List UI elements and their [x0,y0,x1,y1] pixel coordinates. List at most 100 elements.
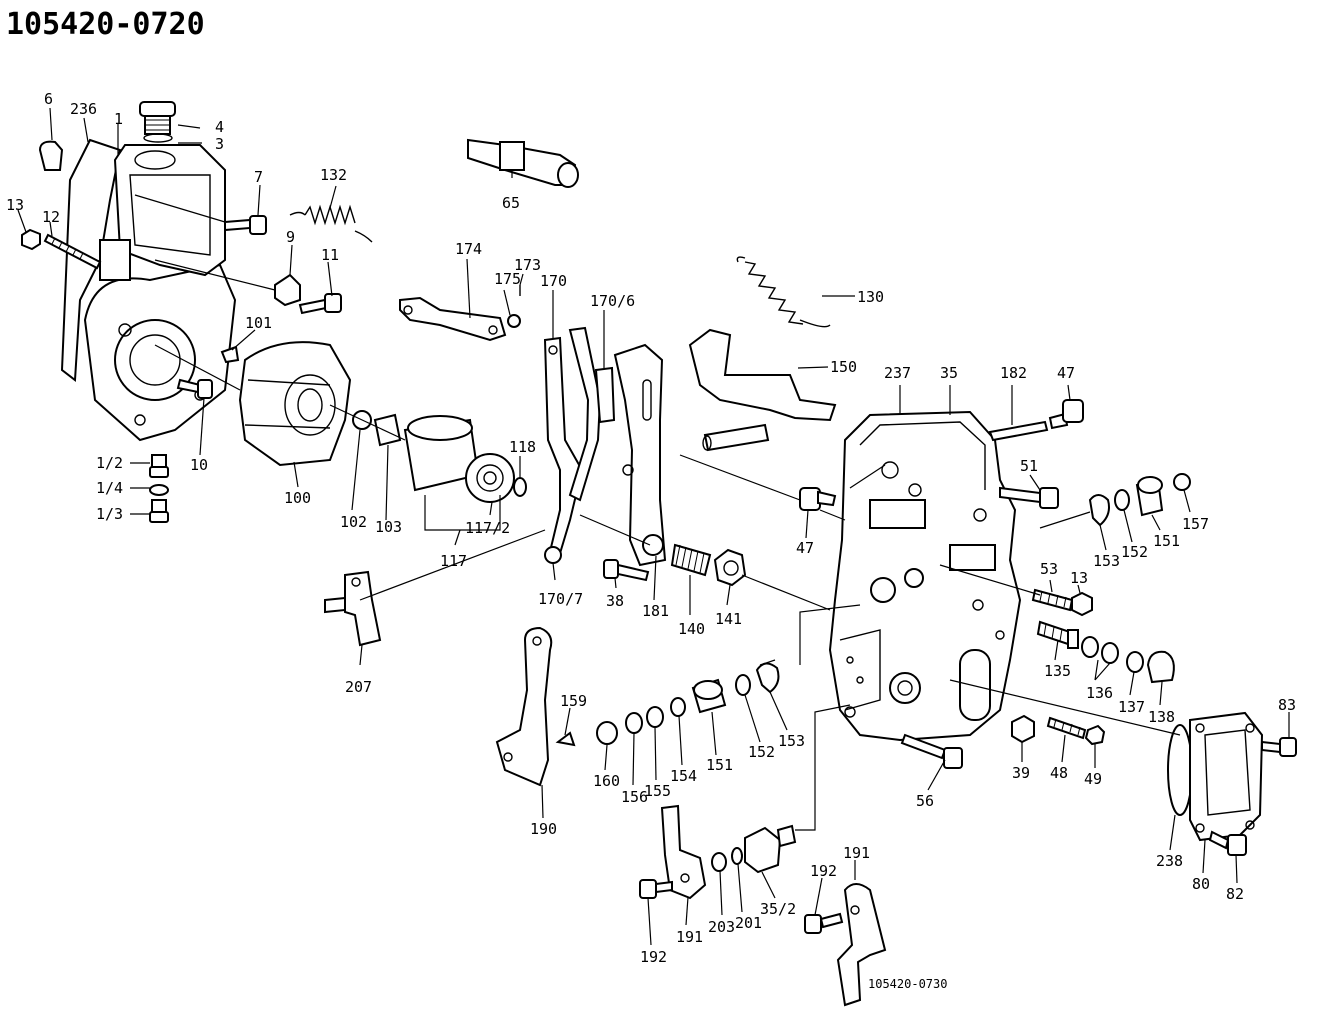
part-39-nut [1011,714,1035,744]
part-159-pin [555,731,576,747]
label-1: 1 [114,110,123,128]
label-140: 140 [678,620,705,638]
part-51-screw [999,486,1059,509]
label-80: 80 [1192,875,1210,893]
label-9: 9 [286,228,295,246]
label-152-right: 152 [1121,543,1148,561]
part-190-lever [495,626,553,787]
label-1-2: 1/2 [96,454,123,472]
part-153-snap-ring-lower [755,662,780,694]
label-153-right: 153 [1093,552,1120,570]
part-141-nut [713,548,747,587]
label-100: 100 [284,489,311,507]
label-47-top: 47 [1057,364,1075,382]
label-155: 155 [644,782,671,800]
label-170-6: 170/6 [590,292,635,310]
label-175: 175 [494,270,521,288]
label-7: 7 [254,168,263,186]
part-137-washer [1126,651,1144,673]
part-53-screw [1031,588,1074,612]
label-35: 35 [940,364,958,382]
part-1-2-screw [149,454,169,478]
part-138-cap-nut [1146,650,1175,684]
part-1-housing [60,138,237,442]
label-238: 238 [1156,852,1183,870]
label-151-right: 151 [1153,532,1180,550]
part-1-3-screw [149,499,169,523]
part-191-bracket-b [836,883,887,1007]
label-203: 203 [708,918,735,936]
part-203-washer [711,852,727,872]
label-207: 207 [345,678,372,696]
label-118: 118 [509,438,536,456]
part-152-o-ring [1114,489,1130,511]
part-182-pin [988,420,1049,442]
part-170-lever [543,336,584,561]
label-190: 190 [530,820,557,838]
part-170-7-pin [544,546,562,564]
label-130: 130 [857,288,884,306]
part-130-spring [736,256,831,328]
part-83-screw [1261,737,1297,757]
part-170-6-plate [594,366,616,424]
label-117-2: 117/2 [465,519,510,537]
part-82-screw [1208,830,1247,856]
label-11: 11 [321,246,339,264]
label-13-left: 13 [6,196,24,214]
part-7-screw [224,215,267,235]
part-151-bushing-lower [691,678,727,714]
label-132: 132 [320,166,347,184]
label-103: 103 [375,518,402,536]
label-53: 53 [1040,560,1058,578]
part-56-screw [900,733,963,769]
part-170-6-lever [568,326,602,502]
label-4: 4 [215,118,224,136]
label-150: 150 [830,358,857,376]
label-151-lower: 151 [706,756,733,774]
label-1-3: 1/3 [96,505,123,523]
label-157: 157 [1182,515,1209,533]
footer-code: 105420-0730 [868,977,947,991]
part-100-flyweight [238,341,352,467]
label-47-left: 47 [796,539,814,557]
part-35-2-fitting [744,824,797,874]
label-65: 65 [502,194,520,212]
part-151-bushing [1135,476,1164,517]
part-9-bracket [274,273,301,307]
part-135-screw [1036,620,1079,649]
label-170: 170 [540,272,567,290]
part-80-cover [1189,711,1264,842]
label-35-2: 35/2 [760,900,796,918]
label-201: 201 [735,914,762,932]
label-159: 159 [560,692,587,710]
part-4-plug [139,101,176,143]
part-154-o-ring [670,697,686,717]
label-82: 82 [1226,885,1244,903]
part-65-nozzle [467,138,579,188]
part-174-lever [399,296,507,342]
part-1-4-washer [149,484,169,496]
label-51: 51 [1020,457,1038,475]
part-35-housing [828,410,1022,742]
part-13-nut [21,228,41,251]
part-103-bushing [373,413,402,447]
label-48: 48 [1050,764,1068,782]
part-49-nut [1084,724,1106,746]
part-207-link [324,570,382,647]
leader-lines [17,107,1290,946]
label-83: 83 [1278,696,1296,714]
part-155-washer [646,706,664,728]
part-140-spring [670,543,712,577]
part-201-o-ring [731,847,743,865]
label-141: 141 [715,610,742,628]
label-10: 10 [190,456,208,474]
part-101-key [220,345,240,364]
part-13-nut-b [1071,591,1093,617]
label-152-lower: 152 [748,743,775,761]
part-11-screw [298,293,342,315]
part-117-2-bearing [465,453,515,503]
part-152-o-ring-lower [735,674,751,696]
label-170-7: 170/7 [538,590,583,608]
part-160-roller [596,721,618,745]
